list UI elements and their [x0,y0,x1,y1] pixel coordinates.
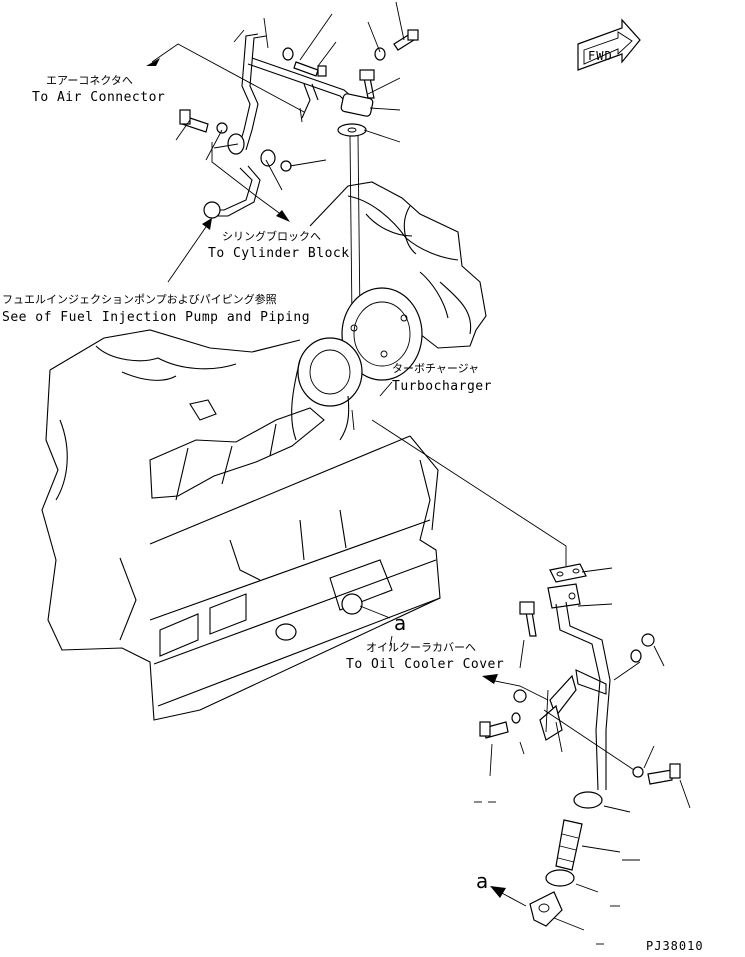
label-turbocharger-jp: ターボチャージャ [392,362,479,375]
label-air-connector-jp: エアーコネクタへ [46,74,133,87]
fwd-badge-text: FWD [588,49,613,63]
label-turbocharger-en: Turbocharger [392,379,492,394]
drawing-code: PJ38010 [646,939,704,953]
turbocharger [291,287,423,441]
label-leaders [167,218,393,647]
upper-air-pipe-assembly [146,1,419,321]
diagram-labels: エアーコネクタへ To Air Connector シリングブロックへ To C… [2,74,704,953]
fwd-arrow-badge: FWD [577,18,641,71]
marker-a-fitting: a [476,869,488,893]
label-fuel-injection-jp: フュエルインジェクションポンプおよびパイピング参照 [2,292,277,306]
label-oil-cooler-en: To Oil Cooler Cover [346,657,504,672]
engine-main-block [41,329,441,721]
label-oil-cooler-jp: オイルクーラカバーへ [366,641,476,654]
label-cylinder-block-en: To Cylinder Block [208,246,350,261]
engine-rear-block [309,181,487,349]
label-cylinder-block-jp: シリングブロックへ [222,229,321,243]
marker-a-engine: a [394,611,406,635]
turbo-oil-drain-lines [351,409,691,945]
label-air-connector-en: To Air Connector [32,90,165,105]
label-fuel-injection-en: See of Fuel Injection Pump and Piping [2,310,310,325]
